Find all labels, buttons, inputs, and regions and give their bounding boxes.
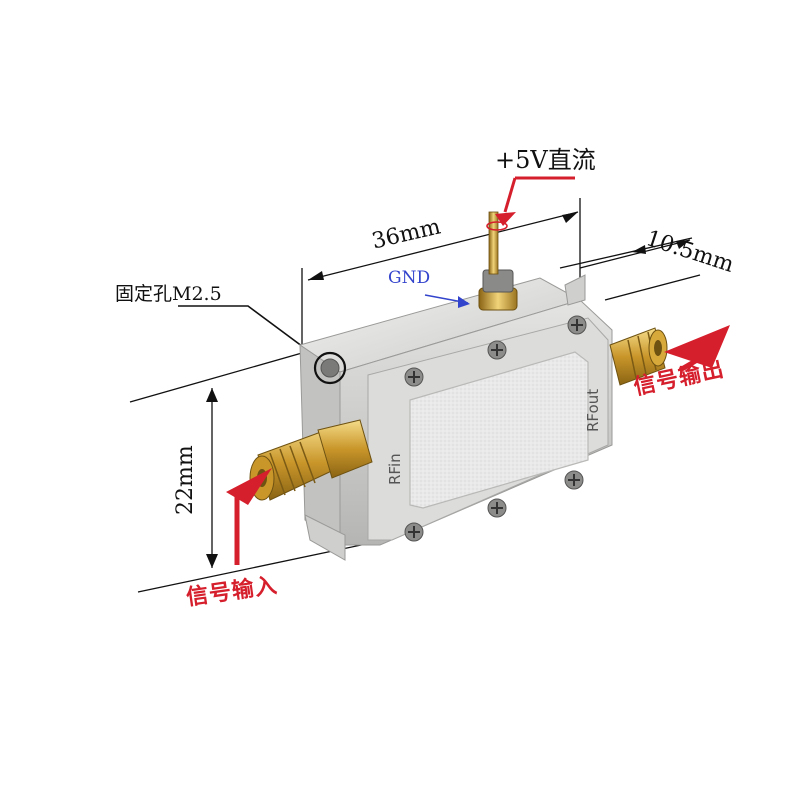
gnd-label: GND xyxy=(388,268,431,288)
dimension-arrowheads xyxy=(206,212,690,568)
gnd-arrow xyxy=(424,294,470,308)
height-dimension-label: 22mm xyxy=(173,445,198,515)
mount-hole-label: 固定孔M2.5 xyxy=(115,283,222,305)
power-pin xyxy=(478,211,518,311)
amplifier-enclosure xyxy=(298,274,613,561)
dimension-lines xyxy=(129,198,701,593)
rf-in-label: RFin xyxy=(386,453,404,485)
annotation-arrows xyxy=(226,176,730,565)
mount-hole-leader xyxy=(178,305,319,359)
rf-out-label: RFout xyxy=(584,388,602,432)
power-label: +5V直流 xyxy=(495,146,596,174)
screws xyxy=(404,315,587,542)
mount-hole xyxy=(320,358,340,378)
rf-output-connector xyxy=(609,327,668,386)
